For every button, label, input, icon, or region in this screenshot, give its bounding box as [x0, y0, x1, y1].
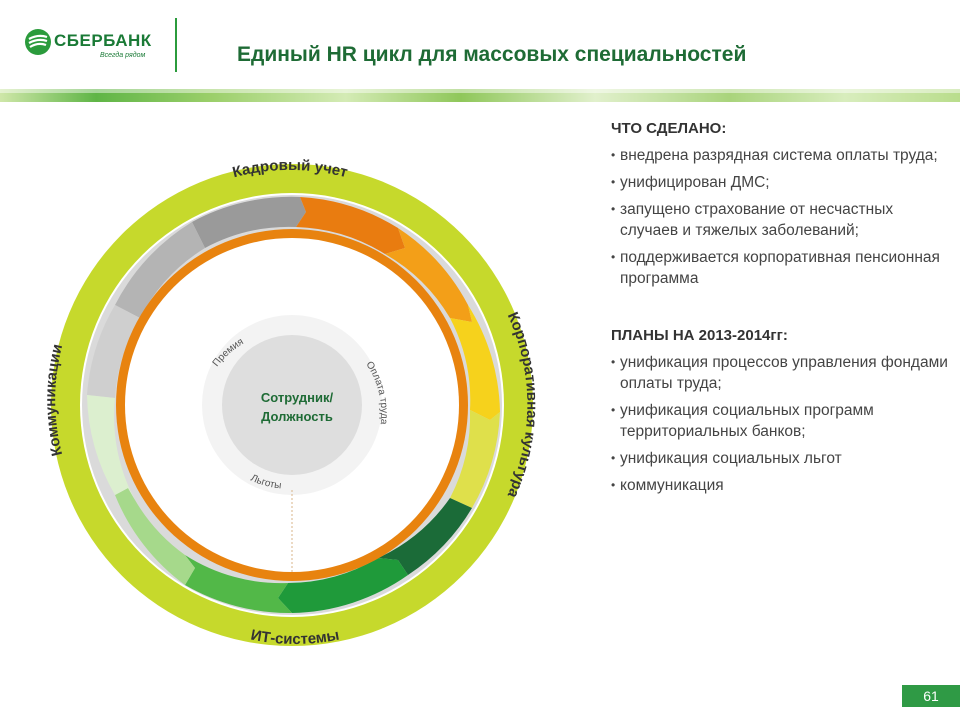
- cycle-arrow-segments: [87, 196, 500, 614]
- plans-title: ПЛАНЫ НА 2013-2014гг:: [611, 327, 788, 344]
- center-disk: [222, 335, 362, 475]
- segment-green-pale: [87, 395, 135, 500]
- logo-text: СБЕРБАНК: [54, 31, 152, 50]
- logo-subtitle: Всегда рядом: [100, 52, 146, 59]
- logo-icon: [25, 29, 51, 55]
- segment-yellow-green: [450, 410, 500, 508]
- segment-green-light: [115, 488, 195, 585]
- sberbank-logo: СБЕРБАНК Всегда рядом: [24, 28, 164, 68]
- header-divider: [175, 18, 177, 72]
- svg-text:Коммуникации: Коммуникации: [42, 342, 66, 457]
- segment-green-mid: [185, 555, 292, 614]
- segment-gray-pale: [87, 305, 140, 398]
- done-title: ЧТО СДЕЛАНО:: [611, 120, 727, 137]
- done-item-4: поддерживается корпоративная пенсионная …: [605, 247, 955, 289]
- hr-cycle-diagram: Сотрудник/ Должность Премия Оплата труда…: [42, 157, 540, 648]
- segment-orange: [385, 228, 472, 322]
- segment-gray: [192, 196, 306, 248]
- center-label-line2: Должность: [261, 409, 333, 424]
- plans-item-3: унификация социальных льгот: [605, 448, 955, 469]
- done-item-3: запущено страхование от несчастных случа…: [605, 199, 955, 241]
- plans-list: унификация процессов управления фондами …: [605, 352, 955, 496]
- label-communications: Коммуникации: [42, 342, 66, 457]
- segment-green: [278, 558, 408, 613]
- label-it-systems: ИТ-системы: [249, 627, 340, 648]
- page-title: Единый HR цикл для массовых специальност…: [237, 43, 747, 66]
- done-item-2: унифицирован ДМС;: [605, 172, 955, 193]
- segment-yellow: [450, 305, 500, 420]
- done-item-1: внедрена разрядная система оплаты труда;: [605, 145, 955, 166]
- segment-gray-light: [115, 222, 205, 318]
- plans-item-1: унификация процессов управления фондами …: [605, 352, 955, 394]
- page-number: 61: [902, 685, 960, 707]
- done-list: внедрена разрядная система оплаты труда;…: [605, 145, 955, 289]
- svg-text:ИТ-системы: ИТ-системы: [249, 627, 340, 648]
- header-decorative-band: [0, 89, 960, 102]
- segment-green-dark: [378, 498, 472, 575]
- text-panel: ЧТО СДЕЛАНО: внедрена разрядная система …: [605, 120, 955, 502]
- segment-orange-dark: [296, 197, 405, 254]
- center-label-line1: Сотрудник/: [261, 390, 334, 405]
- plans-item-4: коммуникация: [605, 475, 955, 496]
- plans-item-2: унификация социальных программ территори…: [605, 400, 955, 442]
